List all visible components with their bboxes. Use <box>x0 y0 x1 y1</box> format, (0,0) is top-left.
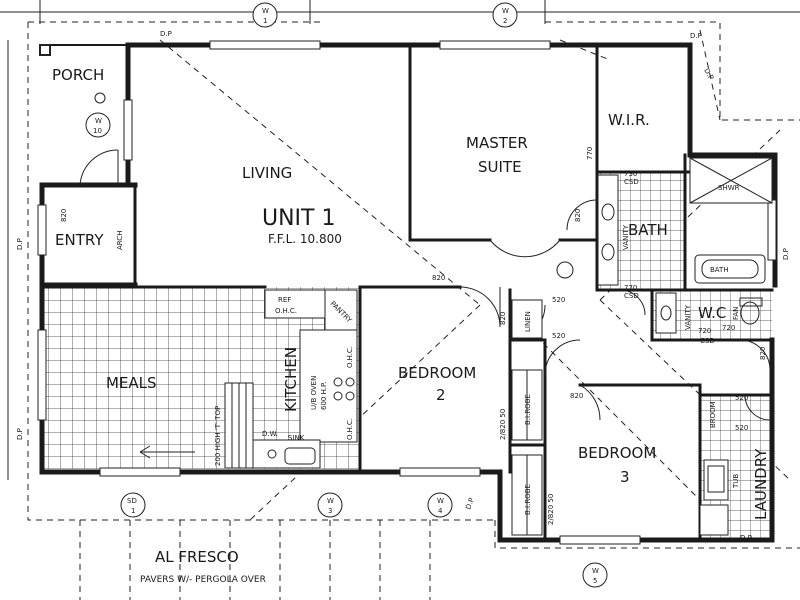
pergola-beams <box>79 520 431 600</box>
fixture-csd-1: CSD <box>624 178 639 186</box>
porch-light-icon <box>94 92 106 104</box>
door-dim: 770 <box>586 147 594 160</box>
fixture-csd-2: CSD <box>624 292 639 300</box>
door-dim: 520 <box>735 394 748 402</box>
room-label-wc: W.C <box>698 304 726 322</box>
arrow-left-icon <box>139 445 195 459</box>
room-label-living: LIVING <box>242 164 292 182</box>
downpipe-label: D.P <box>690 32 702 40</box>
door-swings <box>79 149 771 421</box>
marker-number: 4 <box>438 507 443 515</box>
downpipe-label: D.P <box>464 497 476 511</box>
bathroom-fixtures <box>597 157 773 536</box>
door-dim: 770 <box>624 284 637 292</box>
door-dim: 520 <box>552 296 565 304</box>
room-label-kitchen: KITCHEN <box>282 347 300 412</box>
fixture-bath-tub: BATH <box>710 266 729 274</box>
downpipe-label: D.P <box>702 67 715 81</box>
door-dim: 820 <box>570 392 583 400</box>
marker-number: 2 <box>503 17 507 25</box>
fixture-vanity-bath: VANITY <box>622 224 630 250</box>
room-label-master-2: SUITE <box>478 158 522 176</box>
roof-outline <box>27 21 800 549</box>
fixture-shwr: SHWR <box>718 184 740 192</box>
fixture-vanity-wc: VANITY <box>684 304 692 330</box>
downpipe-label: D.P <box>160 30 172 38</box>
windows <box>37 40 777 545</box>
fixture-ub-oven-2: 600 H.P. <box>320 382 328 410</box>
downpipe-label: D.P <box>16 238 24 250</box>
door-dim: 820 <box>432 274 445 282</box>
downpipe-label: D.P <box>782 248 790 260</box>
marker-number: 1 <box>263 17 267 25</box>
downpipe-label: D.P <box>740 534 752 542</box>
marker-label: W <box>262 7 269 15</box>
room-label-porch: PORCH <box>52 66 104 84</box>
fixture-tub: TUB <box>732 474 740 489</box>
fixture-ohc-right-2: O.H.C. <box>346 418 354 440</box>
room-label-laundry: LAUNDRY <box>752 448 770 520</box>
fixture-csd-3: CSD <box>700 337 715 345</box>
fixture-fan: FAN <box>732 307 740 320</box>
marker-number: 5 <box>593 577 597 585</box>
marker-number: 1 <box>131 507 135 515</box>
fixture-dw: D.W. <box>262 430 278 438</box>
fixture-ub-oven-1: U/B OVEN <box>310 376 318 410</box>
door-dim: 820 <box>499 312 507 325</box>
room-label-bath: BATH <box>628 221 668 239</box>
robe-dims-3: 2/820 50 <box>547 494 555 525</box>
fixture-robe-2: B.I.ROBE <box>524 394 532 425</box>
fixture-counter-note: 200 HIGH 'T' TOP <box>214 406 222 466</box>
unit-title: UNIT 1 <box>262 206 335 231</box>
door-dim: 520 <box>735 424 748 432</box>
internal-walls <box>42 43 774 542</box>
fixture-ohc-top: O.H.C. <box>275 307 297 315</box>
section-markers <box>85 2 608 588</box>
door-dim: 730 <box>624 170 637 178</box>
door-dim: 720 <box>722 324 735 332</box>
door-dim: 820 <box>574 209 582 222</box>
door-dim: 720 <box>698 327 711 335</box>
marker-label: W <box>327 497 334 505</box>
robes <box>511 299 543 536</box>
room-label-bedroom3-2: 3 <box>620 468 630 486</box>
marker-label: W <box>502 7 509 15</box>
marker-number: 10 <box>93 127 102 135</box>
room-label-meals: MEALS <box>106 374 157 392</box>
kitchen-joinery <box>224 289 358 469</box>
dimension-lines <box>0 0 800 480</box>
marker-label: SD <box>127 497 137 505</box>
downpipe-label: D.P <box>16 428 24 440</box>
room-label-wir: W.I.R. <box>608 111 650 129</box>
fixture-ref: REF <box>278 296 291 304</box>
alfresco-note: PAVERS W/- PERGOLA OVER <box>140 575 266 585</box>
fixture-robe-3: B.I.ROBE <box>524 484 532 515</box>
fixture-sink: SINK <box>288 434 305 442</box>
room-label-alfresco: AL FRESCO <box>155 548 239 566</box>
fixture-ohc-right-1: O.H.C. <box>346 346 354 368</box>
unit-ffl: F.F.L. 10.800 <box>268 232 342 246</box>
marker-label: W <box>437 497 444 505</box>
marker-label: W <box>592 567 599 575</box>
door-dim: 820 <box>759 347 767 360</box>
marker-number: 3 <box>328 507 332 515</box>
room-label-master-1: MASTER <box>466 134 528 152</box>
fixture-broom: BROOM <box>709 401 717 428</box>
room-label-bedroom3-1: BEDROOM <box>578 444 656 462</box>
robe-dims-2: 2/820 50 <box>499 409 507 440</box>
room-label-entry: ENTRY <box>55 231 104 249</box>
room-label-bedroom2-1: BEDROOM <box>398 364 476 382</box>
room-label-bedroom2-2: 2 <box>436 386 446 404</box>
door-dim: 820 <box>60 209 68 222</box>
door-dim: 520 <box>552 332 565 340</box>
fixture-arch: ARCH <box>116 231 124 250</box>
porch-post <box>39 44 51 56</box>
marker-label: W <box>95 117 102 125</box>
fixture-linen: LINEN <box>524 311 532 332</box>
